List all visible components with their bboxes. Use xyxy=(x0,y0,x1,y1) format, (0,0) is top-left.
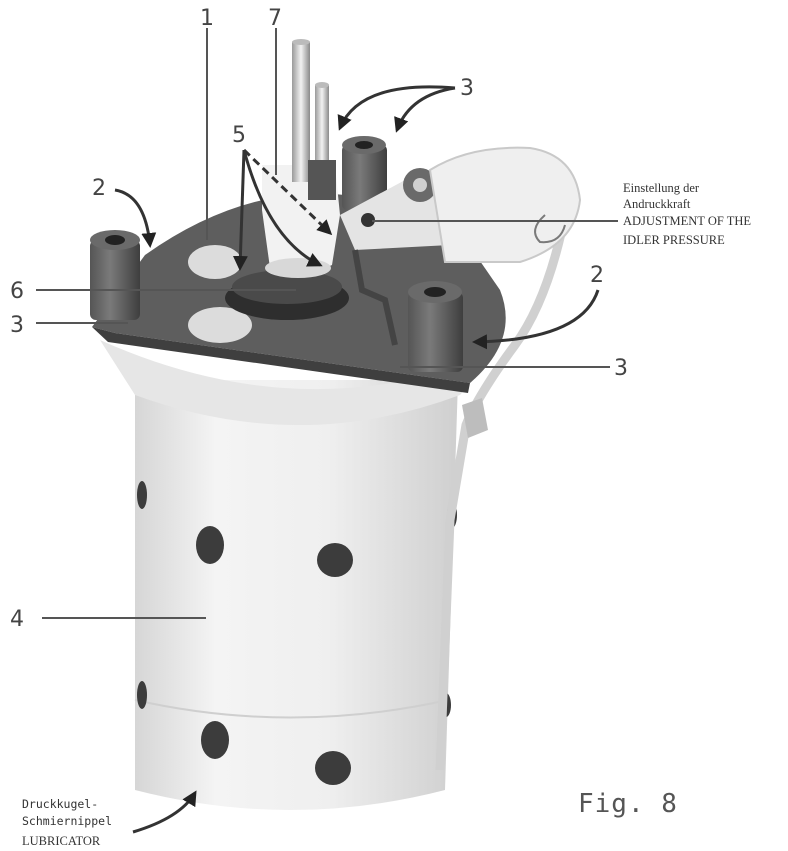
adjustment-caption: Einstellung der Andruckkraft ADJUSTMENT … xyxy=(623,181,751,247)
label-7: 7 xyxy=(268,6,282,31)
shaft-collar xyxy=(308,160,336,200)
housing-cylinder xyxy=(135,380,458,810)
lubricator-caption: Druckkugel- Schmiernippel LUBRICATOR xyxy=(22,797,112,848)
pump-illustration xyxy=(90,39,582,810)
base-ring-top xyxy=(232,270,342,304)
cable-clip xyxy=(462,398,488,438)
housing-seam xyxy=(134,699,449,719)
motor-wire-loop xyxy=(534,214,566,244)
adjust-caption-en-1: ADJUSTMENT OF THE xyxy=(623,214,751,228)
figure-label: Fig. 8 xyxy=(578,789,678,819)
tall-shaft xyxy=(292,42,310,182)
callout-arrows xyxy=(114,85,600,834)
post-rear xyxy=(342,136,387,210)
post-right xyxy=(408,281,463,372)
label-5: 5 xyxy=(232,123,246,148)
label-1: 1 xyxy=(200,6,214,31)
post-left xyxy=(90,230,140,320)
adjust-caption-en-2: IDLER PRESSURE xyxy=(623,233,725,247)
short-shaft xyxy=(315,85,329,175)
lubricator-caption-en: LUBRICATOR xyxy=(22,834,101,848)
label-3-left: 3 xyxy=(10,313,24,338)
motor-housing xyxy=(430,147,580,262)
plate-hole-lower xyxy=(188,307,252,343)
top-plate-edge xyxy=(92,327,470,393)
lubricator-caption-de-2: Schmiernippel xyxy=(22,814,112,828)
adjust-caption-de-2: Andruckkraft xyxy=(623,197,691,211)
label-2-left: 2 xyxy=(92,176,106,201)
plate-hole-upper xyxy=(188,245,242,279)
part-numbers: 1 7 3 5 2 6 3 2 3 4 xyxy=(10,6,628,632)
lubricator-caption-de-1: Druckkugel- xyxy=(22,797,98,811)
idler-linkage xyxy=(352,249,398,346)
leader-lines xyxy=(36,28,618,619)
adjust-screw xyxy=(361,213,375,227)
label-3-top: 3 xyxy=(460,76,474,101)
pump-body-base xyxy=(265,258,331,278)
label-2-right: 2 xyxy=(590,263,604,288)
adjust-caption-de-1: Einstellung der xyxy=(623,181,700,195)
label-6: 6 xyxy=(10,279,24,304)
housing-shoulder xyxy=(100,340,495,425)
label-3-right: 3 xyxy=(614,356,628,381)
label-4: 4 xyxy=(10,607,24,632)
